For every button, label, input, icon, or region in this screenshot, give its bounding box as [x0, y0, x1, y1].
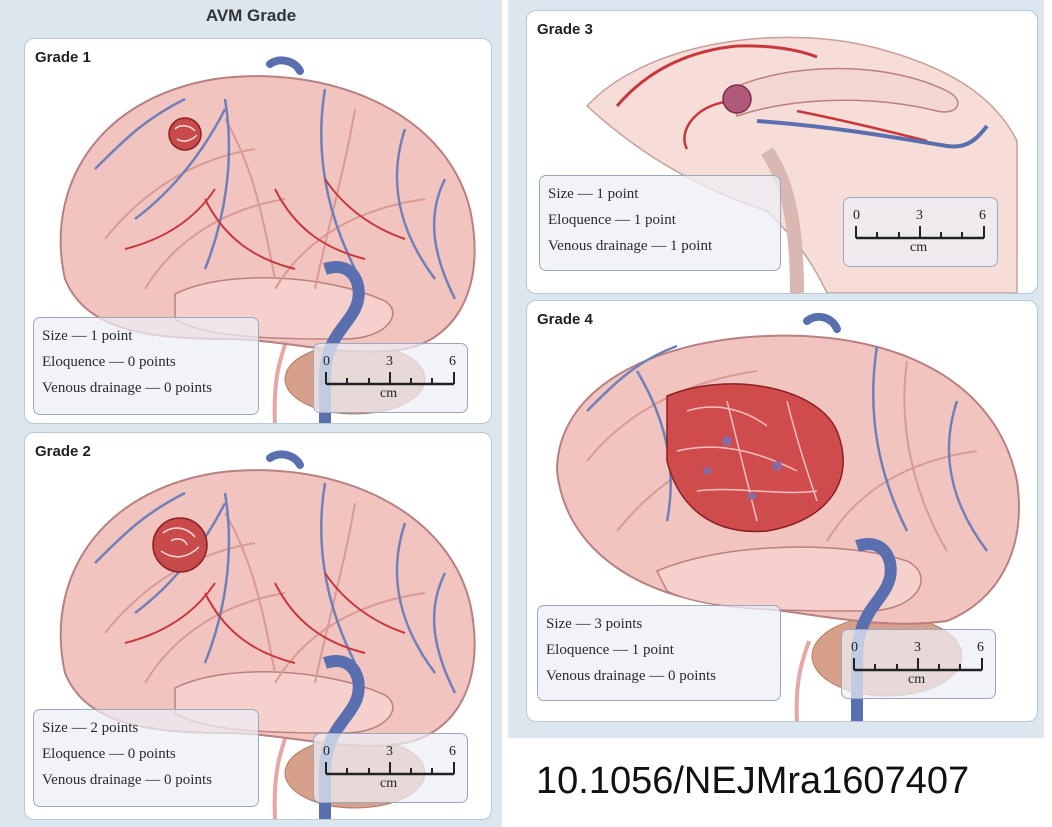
eloquence-score: Eloquence — 0 points	[42, 354, 176, 370]
size-score: Size — 2 points	[42, 720, 139, 736]
scale-ruler	[855, 226, 985, 240]
venous-drainage-score: Venous drainage — 0 points	[546, 668, 716, 684]
scale-ruler	[853, 658, 983, 672]
scale-unit: cm	[908, 672, 926, 687]
deep-vein	[756, 119, 989, 149]
scale-bar: 0 3 6 cm	[313, 343, 468, 413]
grade-label: Grade 4	[537, 311, 593, 328]
scale-tick-0: 0	[851, 640, 858, 655]
scale-tick-6: 6	[449, 744, 456, 759]
score-box: Size — 2 points Eloquence — 0 points Ven…	[33, 709, 259, 807]
panel-grade-3: Grade 3 Size — 1 point Eloquence — 1 poi…	[526, 10, 1038, 294]
avm-nidus	[666, 383, 844, 533]
scale-unit: cm	[910, 240, 928, 255]
carotid-artery	[272, 338, 289, 423]
doi-reference: 10.1056/NEJMra1607407	[536, 760, 970, 802]
scale-tick-6: 6	[977, 640, 984, 655]
score-box: Size — 3 points Eloquence — 1 point Veno…	[537, 605, 781, 701]
scale-ruler	[325, 372, 455, 386]
panel-grade-2: Grade 2 Size — 2 points Eloquence — 0 po…	[24, 432, 492, 820]
grade-label: Grade 2	[35, 443, 91, 460]
grade-label: Grade 3	[537, 21, 593, 38]
scale-unit: cm	[380, 776, 398, 791]
gyri-lines	[104, 108, 426, 290]
scale-tick-3: 3	[386, 744, 393, 759]
figure-heading: AVM Grade	[205, 6, 297, 25]
scale-tick-6: 6	[449, 354, 456, 369]
scale-tick-0: 0	[853, 208, 860, 223]
scale-tick-3: 3	[914, 640, 921, 655]
avm-nidus	[722, 84, 752, 114]
eloquence-score: Eloquence — 1 point	[548, 212, 676, 228]
corpus-callosum	[726, 67, 959, 117]
scale-ruler	[325, 762, 455, 776]
panel-grade-1: Grade 1 Size — 1 point Eloquence — 0 poi…	[24, 38, 492, 424]
scale-unit: cm	[380, 386, 398, 401]
scale-tick-0: 0	[323, 354, 330, 369]
artery	[615, 44, 818, 107]
scale-bar: 0 3 6 cm	[841, 629, 996, 699]
venous-drainage-score: Venous drainage — 1 point	[548, 238, 713, 254]
venous-drainage-score: Venous drainage — 0 points	[42, 380, 212, 396]
venous-drainage-score: Venous drainage — 0 points	[42, 772, 212, 788]
score-box: Size — 1 point Eloquence — 0 points Veno…	[33, 317, 259, 415]
size-score: Size — 1 point	[42, 328, 133, 344]
avm-nidus	[168, 117, 202, 151]
avm-nidus	[152, 517, 208, 573]
scale-tick-6: 6	[979, 208, 986, 223]
size-score: Size — 1 point	[548, 186, 639, 202]
grade-label: Grade 1	[35, 49, 91, 66]
scale-tick-0: 0	[323, 744, 330, 759]
panel-grade-4: Grade 4 Size — 3 points Eloquence — 1 po…	[526, 300, 1038, 722]
superior-vein	[266, 56, 304, 75]
scale-tick-3: 3	[386, 354, 393, 369]
score-box: Size — 1 point Eloquence — 1 point Venou…	[539, 175, 781, 271]
scale-bar: 0 3 6 cm	[313, 733, 468, 803]
eloquence-score: Eloquence — 0 points	[42, 746, 176, 762]
scale-bar: 0 3 6 cm	[843, 197, 998, 267]
arteries	[124, 178, 406, 270]
brainstem	[761, 147, 804, 293]
size-score: Size — 3 points	[546, 616, 643, 632]
eloquence-score: Eloquence — 1 point	[546, 642, 674, 658]
scale-tick-3: 3	[916, 208, 923, 223]
